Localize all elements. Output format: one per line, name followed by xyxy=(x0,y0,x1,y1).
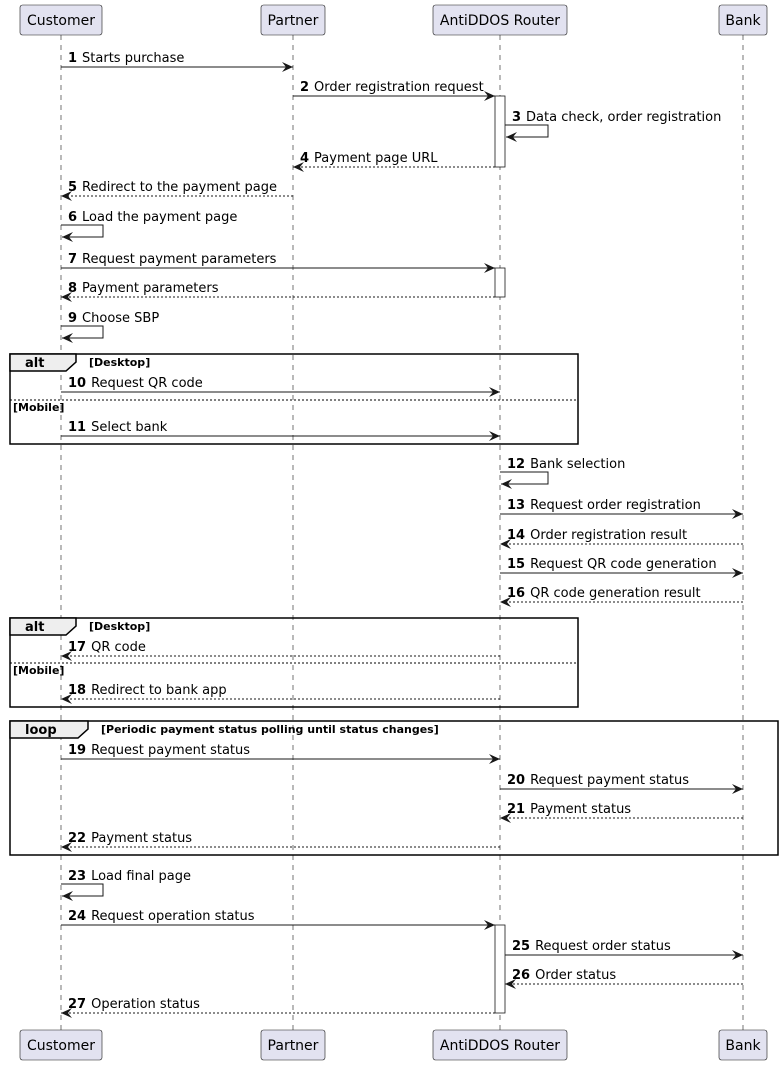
participant-customer-bottom: Customer xyxy=(19,1029,103,1061)
participant-bank-top: Bank xyxy=(718,4,768,36)
fragment-kind: alt xyxy=(25,620,44,635)
participant-label: Customer xyxy=(27,13,95,29)
participant-label: Partner xyxy=(268,1038,319,1054)
fragment-guard: [Desktop] xyxy=(89,620,150,633)
participant-customer-top: Customer xyxy=(19,4,103,36)
fragment-kind: alt xyxy=(25,356,44,371)
participant-router-top: AntiDDOS Router xyxy=(432,4,568,36)
participant-label: AntiDDOS Router xyxy=(440,1038,560,1054)
participant-label: Bank xyxy=(725,13,761,29)
alt-fragment: alt [Desktop] [Mobile] xyxy=(9,353,579,445)
participant-label: AntiDDOS Router xyxy=(440,13,560,29)
participant-label: Partner xyxy=(268,13,319,29)
participant-partner-top: Partner xyxy=(260,4,326,36)
activation-bar xyxy=(494,924,506,1014)
participant-label: Customer xyxy=(27,1038,95,1054)
activation-bar xyxy=(494,95,506,168)
participant-label: Bank xyxy=(725,1038,761,1054)
fragment-guard: [Mobile] xyxy=(13,401,64,414)
activation-bar xyxy=(494,267,506,298)
participant-partner-bottom: Partner xyxy=(260,1029,326,1061)
fragment-kind: loop xyxy=(25,723,57,738)
fragment-guard: [Periodic payment status polling until s… xyxy=(101,723,439,736)
participant-bank-bottom: Bank xyxy=(718,1029,768,1061)
loop-fragment: loop [Periodic payment status polling unt… xyxy=(9,720,779,856)
fragment-guard: [Mobile] xyxy=(13,664,64,677)
alt-fragment: alt [Desktop] [Mobile] xyxy=(9,617,579,708)
participant-router-bottom: AntiDDOS Router xyxy=(432,1029,568,1061)
fragment-guard: [Desktop] xyxy=(89,356,150,369)
